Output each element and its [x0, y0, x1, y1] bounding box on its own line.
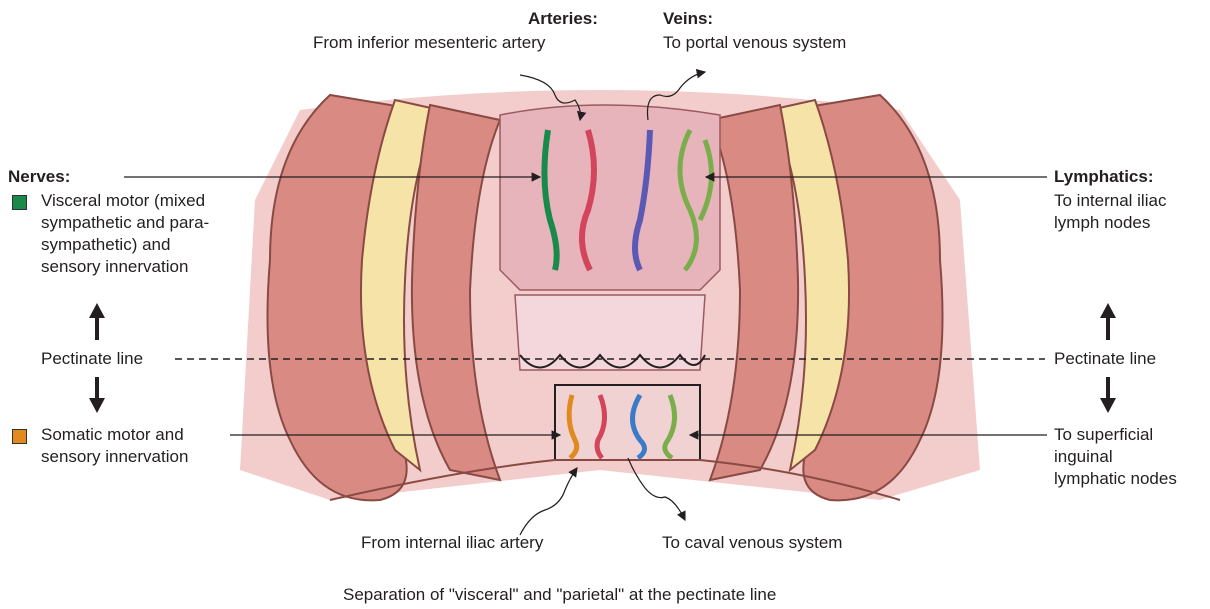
lymphatics-title: Lymphatics:: [1054, 166, 1154, 188]
lymphatics-line-2: lymph nodes: [1054, 212, 1150, 234]
veins-title: Veins:: [663, 8, 713, 30]
somatic-line-1: Somatic motor and: [41, 424, 184, 446]
lymphatics-line-1: To internal iliac: [1054, 190, 1166, 212]
veins-text: To portal venous system: [663, 32, 846, 54]
visceral-line-1: Visceral motor (mixed: [41, 190, 205, 212]
left-up-arrow: [89, 303, 105, 340]
somatic-swatch: [12, 429, 27, 444]
visceral-line-3: sympathetic) and: [41, 234, 170, 256]
arteries-text: From inferior mesenteric artery: [313, 32, 545, 54]
internal-iliac-curly-arrow: [520, 468, 577, 535]
pectinate-left-label: Pectinate line: [41, 348, 143, 370]
caption: Separation of "visceral" and "parietal" …: [343, 584, 776, 606]
superficial-line-3: lymphatic nodes: [1054, 468, 1177, 490]
internal-iliac-label: From internal iliac artery: [361, 532, 543, 554]
visceral-swatch: [12, 195, 27, 210]
right-down-arrow: [1100, 377, 1116, 413]
left-down-arrow: [89, 377, 105, 413]
right-up-arrow: [1100, 303, 1116, 340]
somatic-line-2: sensory innervation: [41, 446, 188, 468]
visceral-line-4: sensory innervation: [41, 256, 188, 278]
caval-label: To caval venous system: [662, 532, 842, 554]
visceral-line-2: sympathetic and para-: [41, 212, 209, 234]
nerves-title: Nerves:: [8, 166, 70, 188]
superficial-line-1: To superficial: [1054, 424, 1153, 446]
arteries-title: Arteries:: [528, 8, 598, 30]
pectinate-right-label: Pectinate line: [1054, 348, 1156, 370]
superficial-line-2: inguinal: [1054, 446, 1113, 468]
